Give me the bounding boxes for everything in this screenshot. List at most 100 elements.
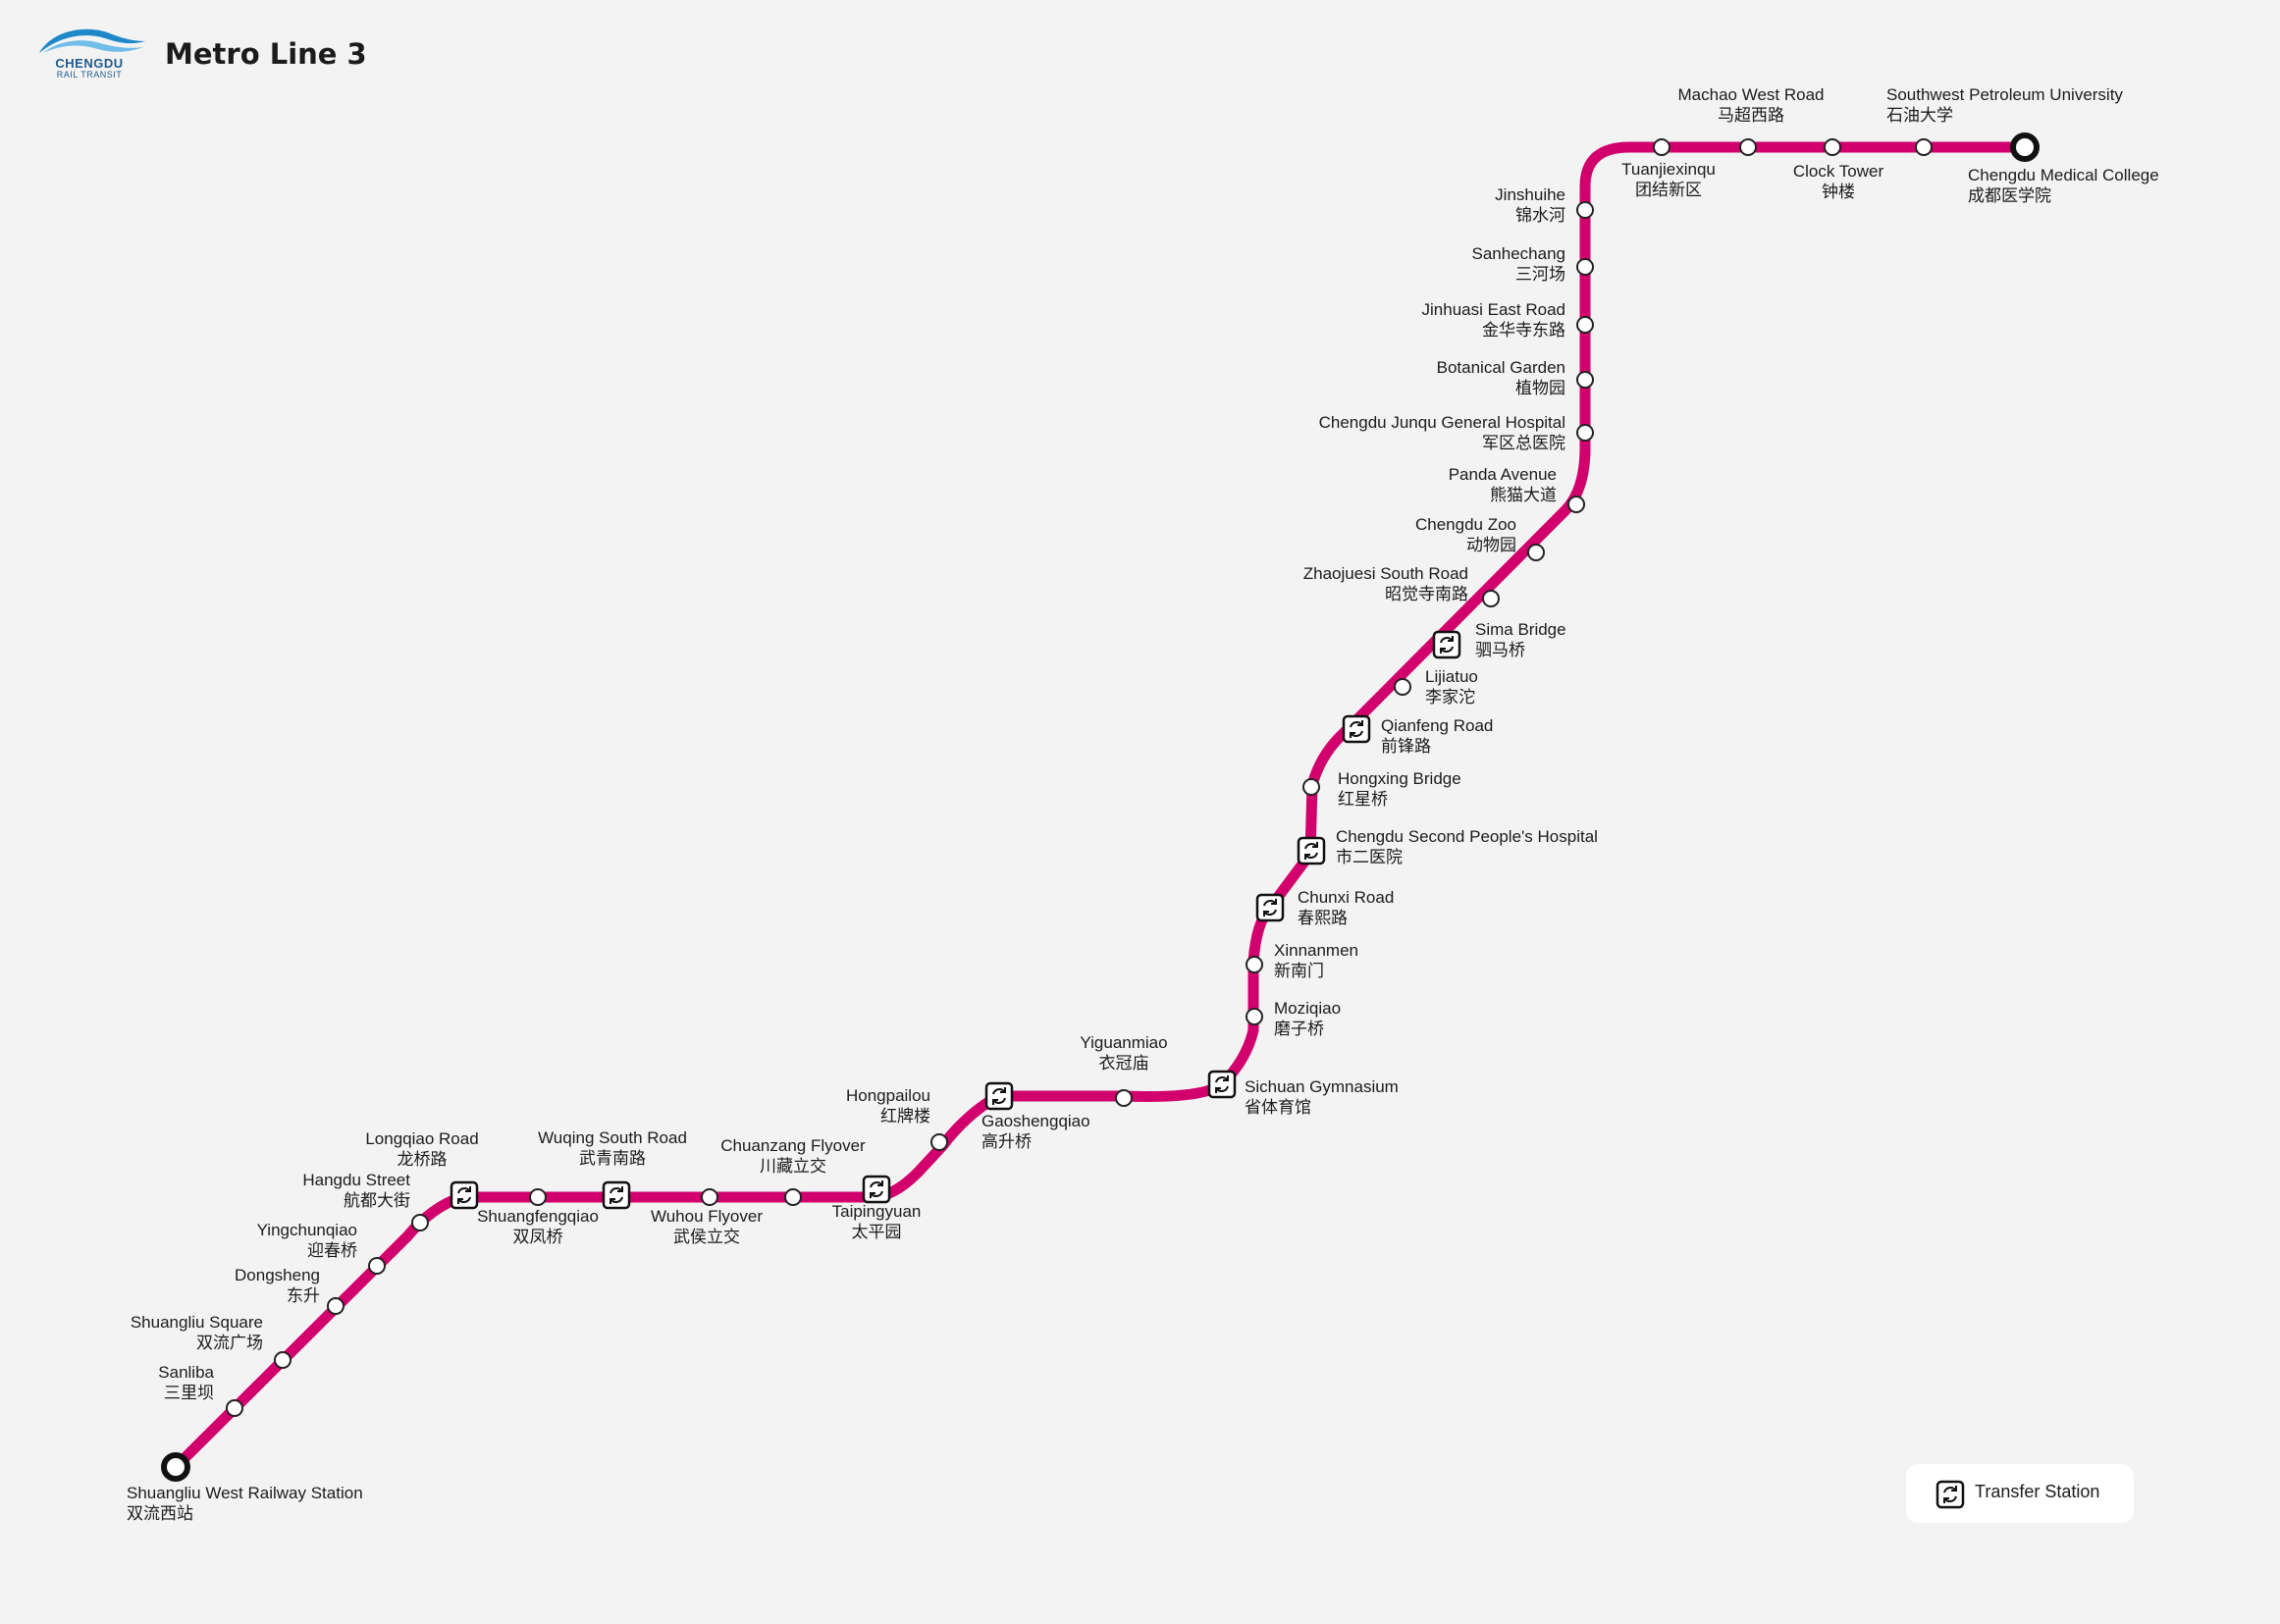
- station-marker[interactable]: [1576, 316, 1594, 334]
- station-name-en: Shuangliu West Railway Station: [127, 1484, 363, 1502]
- station-name-en: Yingchunqiao: [257, 1221, 357, 1239]
- station-taipingyuan[interactable]: Taipingyuan 太平园: [832, 1175, 922, 1242]
- station-name-en: Chengdu Zoo: [1415, 515, 1516, 534]
- station-marker[interactable]: [784, 1188, 802, 1206]
- terminal-station-marker[interactable]: [2010, 132, 2040, 162]
- station-botanical-garden[interactable]: Botanical Garden 植物园: [1437, 358, 1594, 398]
- station-marker[interactable]: [1739, 138, 1757, 156]
- station-name-en: Chengdu Second People's Hospital: [1336, 827, 1598, 846]
- station-marker[interactable]: [368, 1257, 386, 1275]
- wave-logo-icon: [39, 28, 145, 53]
- station-marker[interactable]: [274, 1351, 292, 1369]
- station-marker[interactable]: [1527, 544, 1545, 561]
- logo-text-line2: RAIL TRANSIT: [56, 69, 123, 79]
- station-marker[interactable]: [930, 1133, 948, 1151]
- station-name-en: Taipingyuan: [832, 1202, 922, 1221]
- station-name-en: Chengdu Medical College: [1968, 166, 2159, 184]
- station-name-zh: 磨子桥: [1274, 1020, 1324, 1039]
- station-name-en: Botanical Garden: [1437, 358, 1565, 377]
- station-marker[interactable]: [411, 1214, 429, 1231]
- chengdu-rail-transit-logo: CHENGDU RAIL TRANSIT: [37, 24, 155, 79]
- station-name-en: Qianfeng Road: [1381, 716, 1493, 735]
- station-marker[interactable]: [529, 1188, 547, 1206]
- station-name-zh: 高升桥: [981, 1132, 1032, 1152]
- station-marker[interactable]: [1915, 138, 1933, 156]
- station-name-zh: 植物园: [1515, 379, 1565, 398]
- station-marker[interactable]: [1115, 1089, 1133, 1107]
- station-name-zh: 马超西路: [1718, 106, 1784, 126]
- station-name-en: Moziqiao: [1274, 999, 1341, 1018]
- station-name-zh: 迎春桥: [307, 1241, 357, 1261]
- station-name-zh: 驷马桥: [1475, 641, 1525, 660]
- station-name-en: Clock Tower: [1793, 162, 1884, 181]
- station-name-zh: 川藏立交: [760, 1157, 826, 1177]
- station-name-en: Xinnanmen: [1274, 941, 1358, 960]
- station-name-zh: 昭觉寺南路: [1385, 585, 1468, 604]
- station-chengdu-zoo[interactable]: Chengdu Zoo 动物园: [1415, 515, 1545, 561]
- station-marker[interactable]: [1576, 371, 1594, 389]
- station-name-zh: 太平园: [852, 1223, 902, 1242]
- station-name-en: Wuqing South Road: [538, 1128, 687, 1147]
- station-marker[interactable]: [1576, 201, 1594, 219]
- station-name-zh: 金华寺东路: [1482, 321, 1565, 341]
- station-marker[interactable]: [1576, 424, 1594, 442]
- station-marker[interactable]: [1824, 138, 1841, 156]
- station-marker[interactable]: [1302, 778, 1320, 796]
- station-yingchunqiao[interactable]: Yingchunqiao 迎春桥: [257, 1221, 386, 1275]
- station-name-en: Longqiao Road: [365, 1129, 478, 1148]
- station-marker[interactable]: [1653, 138, 1670, 156]
- station-name-en: Chunxi Road: [1298, 888, 1394, 907]
- station-sima-bridge[interactable]: Sima Bridge 驷马桥: [1432, 620, 1566, 660]
- station-marker[interactable]: [226, 1399, 243, 1417]
- station-marker[interactable]: [1482, 590, 1500, 607]
- station-marker[interactable]: [1394, 678, 1411, 696]
- station-name-en: Wuhou Flyover: [651, 1207, 763, 1226]
- station-marker[interactable]: [327, 1297, 345, 1315]
- station-marker[interactable]: [1246, 1008, 1263, 1025]
- station-marker[interactable]: [701, 1188, 718, 1206]
- terminal-station-marker[interactable]: [161, 1452, 190, 1482]
- map-legend: Transfer Station: [1906, 1464, 2134, 1523]
- station-name-zh: 锦水河: [1515, 206, 1565, 226]
- station-marker[interactable]: [1567, 496, 1585, 513]
- station-moziqiao[interactable]: Moziqiao 磨子桥: [1246, 999, 1341, 1039]
- station-name-zh: 航都大街: [344, 1191, 410, 1211]
- station-name-en: Sima Bridge: [1475, 620, 1566, 639]
- station-marker[interactable]: [1576, 258, 1594, 276]
- station-name-zh: 动物园: [1466, 536, 1516, 555]
- station-name-zh: 成都医学院: [1968, 186, 2051, 206]
- station-marker[interactable]: [1246, 956, 1263, 973]
- station-chengdu-medical-college[interactable]: Chengdu Medical College 成都医学院: [1968, 132, 2159, 206]
